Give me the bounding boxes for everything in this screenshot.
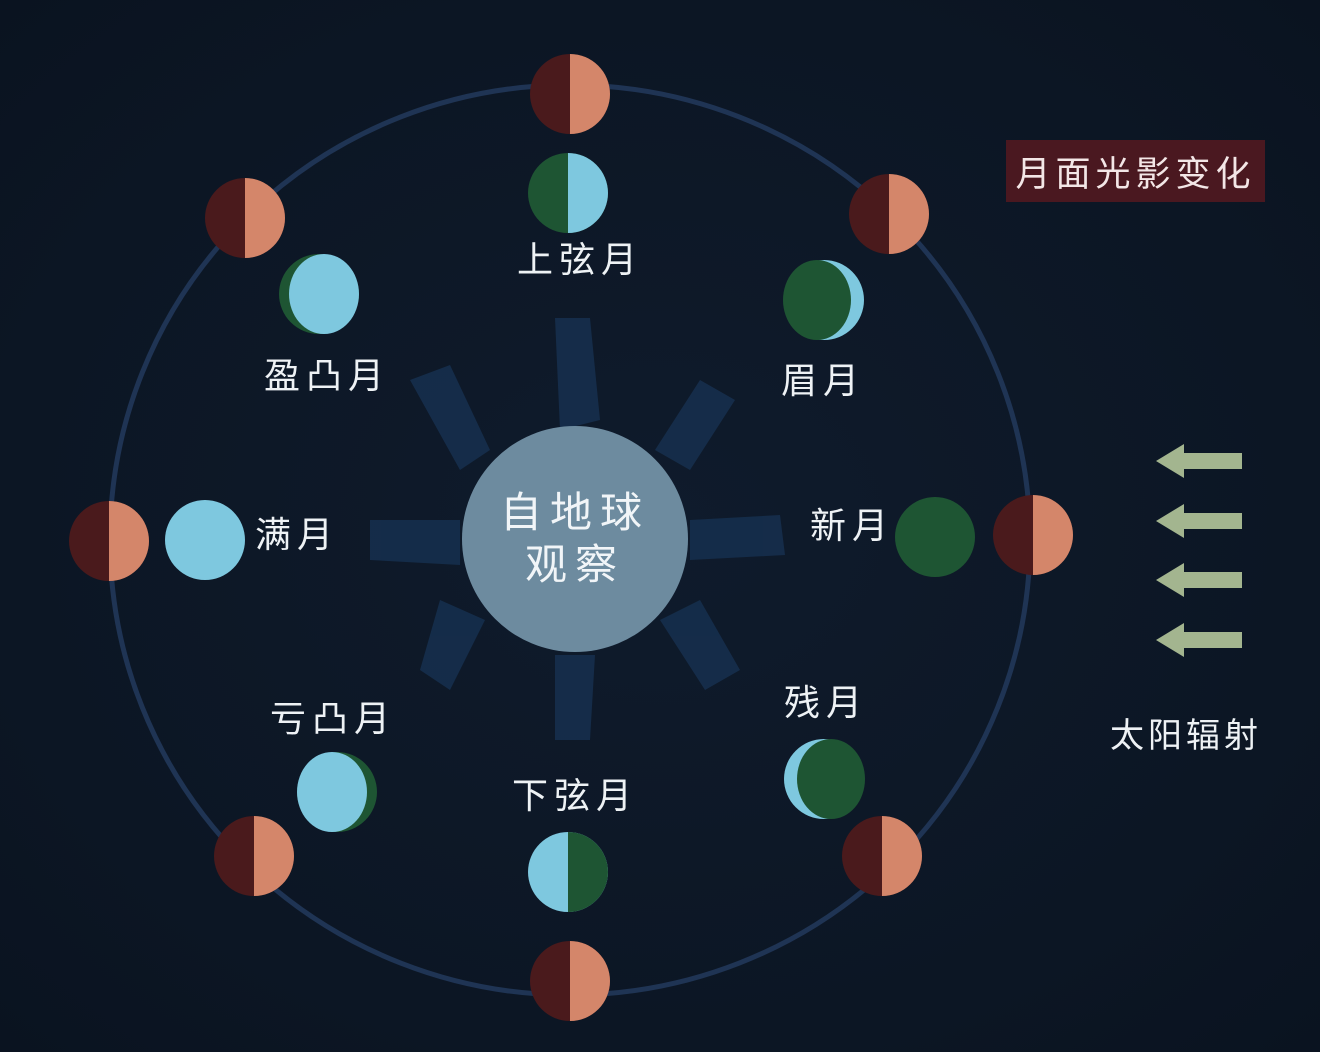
last-quarter-moon-icon [528,832,608,912]
waning-gibbous-moon-icon [297,752,377,832]
sun-view-moon-bottom-right [842,816,922,896]
new-moon-icon [895,497,975,577]
sun-view-moons [69,54,1073,1021]
observer-silhouettes [370,318,785,740]
label-waning-crescent: 残月 [784,683,869,724]
arrow-left-icon [1156,444,1242,478]
sun-view-moon-bottom-left [214,816,294,896]
sun-view-moon-top-right [849,174,929,254]
waxing-gibbous-moon-icon [279,254,359,334]
waxing-crescent-moon-icon [783,260,864,340]
earth-label-line1: 自地球 [499,487,650,537]
label-waxing-crescent: 眉月 [781,361,866,402]
first-quarter-moon-icon [528,153,608,233]
full-moon-icon [165,500,245,580]
sun-radiation-arrows [1156,444,1242,657]
sun-view-moon-top [530,54,610,134]
earth-label-line2: 观察 [524,540,625,589]
arrow-left-icon [1156,563,1242,597]
earth-observer: 自地球 观察 [462,426,688,652]
label-waning-gibbous: 亏凸月 [270,699,397,740]
label-new-moon: 新月 [810,506,895,547]
label-last-quarter: 下弦月 [512,776,639,817]
sun-radiation-label: 太阳辐射 [1110,716,1262,756]
sun-view-moon-top-left [205,178,285,258]
title-badge: 月面光影变化 [1006,140,1265,202]
arrow-left-icon [1156,623,1242,657]
waning-crescent-moon-icon [784,739,865,819]
sun-view-moon-bottom [530,941,610,1021]
sun-view-moon-left [69,501,149,581]
title-text: 月面光影变化 [1015,154,1256,195]
arrow-left-icon [1156,504,1242,538]
label-full-moon: 满月 [255,515,340,556]
earth-view-moons [165,153,975,912]
sun-view-moon-right [993,495,1073,575]
label-first-quarter: 上弦月 [517,240,644,281]
label-waxing-gibbous: 盈凸月 [264,356,391,397]
